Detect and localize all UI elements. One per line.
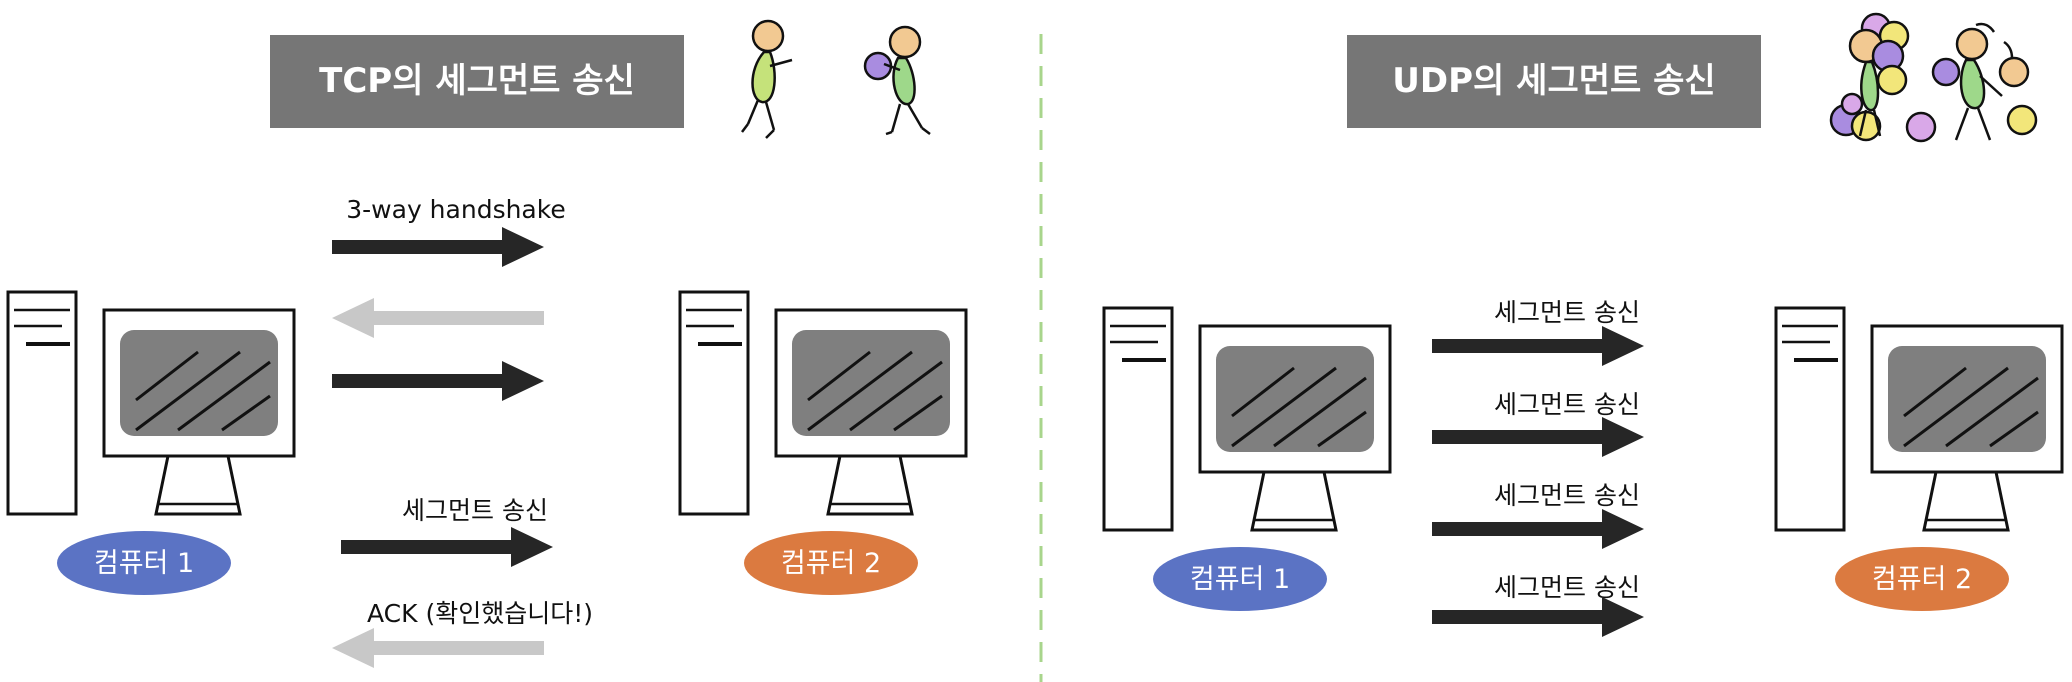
ack-arrow xyxy=(332,628,544,668)
tcp-computer-2-pill xyxy=(744,531,918,595)
udp-title-box xyxy=(1347,35,1761,128)
tcp-title: TCP의 세그먼트 송신 xyxy=(319,61,635,101)
udp-segment-label-3: 세그먼트 송신 xyxy=(1494,481,1640,510)
udp-computer-1-pill xyxy=(1153,547,1327,611)
tcp-sender-figure xyxy=(741,19,793,139)
udp-segment-arrow-1 xyxy=(1432,326,1644,366)
udp-computer-2-label: 컴퓨터 2 xyxy=(1872,564,1972,595)
udp-title: UDP의 세그먼트 송신 xyxy=(1392,61,1715,101)
handshake-arrow-syn xyxy=(332,227,544,267)
tcp-computer-2 xyxy=(678,290,968,516)
udp-segment-arrow-3 xyxy=(1432,509,1644,549)
tcp-title-box xyxy=(270,35,684,128)
udp-segment-label-2: 세그먼트 송신 xyxy=(1494,390,1640,419)
tcp-computer-1-pill xyxy=(57,531,231,595)
handshake-label: 3-way handshake xyxy=(346,195,565,224)
udp-computer-1 xyxy=(1102,306,1392,532)
udp-segment-label-4: 세그먼트 송신 xyxy=(1494,573,1640,602)
udp-sender-figure xyxy=(1829,12,1937,143)
tcp-computer-1-label: 컴퓨터 1 xyxy=(94,548,194,579)
ack-label: ACK (확인했습니다!) xyxy=(367,599,593,628)
tcp-computer-2-label: 컴퓨터 2 xyxy=(781,548,881,579)
udp-segment-arrow-2 xyxy=(1432,417,1644,457)
udp-receiver-figure xyxy=(1931,22,2038,141)
udp-segment-label-1: 세그먼트 송신 xyxy=(1494,298,1640,327)
tcp-segment-arrow xyxy=(341,527,553,567)
udp-segment-arrow-4 xyxy=(1432,597,1644,637)
handshake-arrow-ack xyxy=(332,361,544,401)
tcp-receiver-figure xyxy=(863,25,931,136)
udp-computer-2 xyxy=(1774,306,2064,532)
handshake-arrow-synack xyxy=(332,298,544,338)
tcp-segment-label: 세그먼트 송신 xyxy=(402,496,548,525)
tcp-computer-1 xyxy=(6,290,296,516)
udp-computer-1-label: 컴퓨터 1 xyxy=(1190,564,1290,595)
udp-computer-2-pill xyxy=(1835,547,2009,611)
